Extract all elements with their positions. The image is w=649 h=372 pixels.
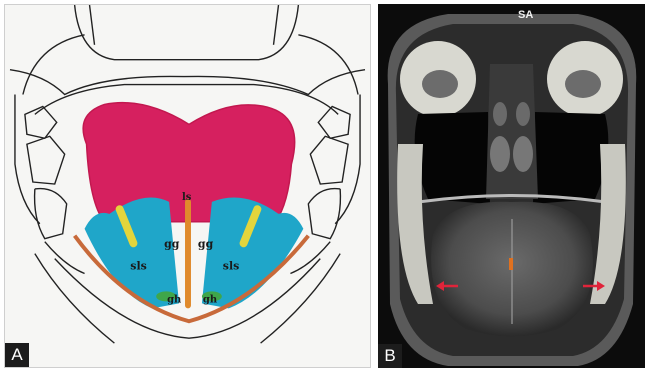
orange-marker	[509, 258, 513, 270]
tongue-illustration: ls gg gg sls sls gh gh	[5, 5, 370, 367]
mri-scan: SA	[378, 4, 645, 368]
label-sls-right: sls	[223, 260, 239, 273]
orientation-label: SA	[518, 9, 533, 21]
label-gh-left: gh	[167, 294, 181, 305]
left-bone	[25, 106, 57, 138]
cheek-outline	[23, 35, 358, 95]
panel-a-letter: A	[5, 343, 29, 367]
panel-b-letter: B	[378, 344, 402, 368]
nasal-outline	[75, 5, 299, 60]
panel-a-illustration: ls gg gg sls sls gh gh A	[4, 4, 371, 368]
label-gg-left: gg	[164, 238, 180, 251]
label-ls: ls	[182, 192, 192, 203]
lingual-septum	[185, 199, 191, 308]
label-gh-right: gh	[203, 294, 217, 305]
panel-b-mri: SA B	[378, 4, 645, 368]
label-sls-left: sls	[130, 260, 146, 273]
label-gg-right: gg	[198, 238, 214, 251]
